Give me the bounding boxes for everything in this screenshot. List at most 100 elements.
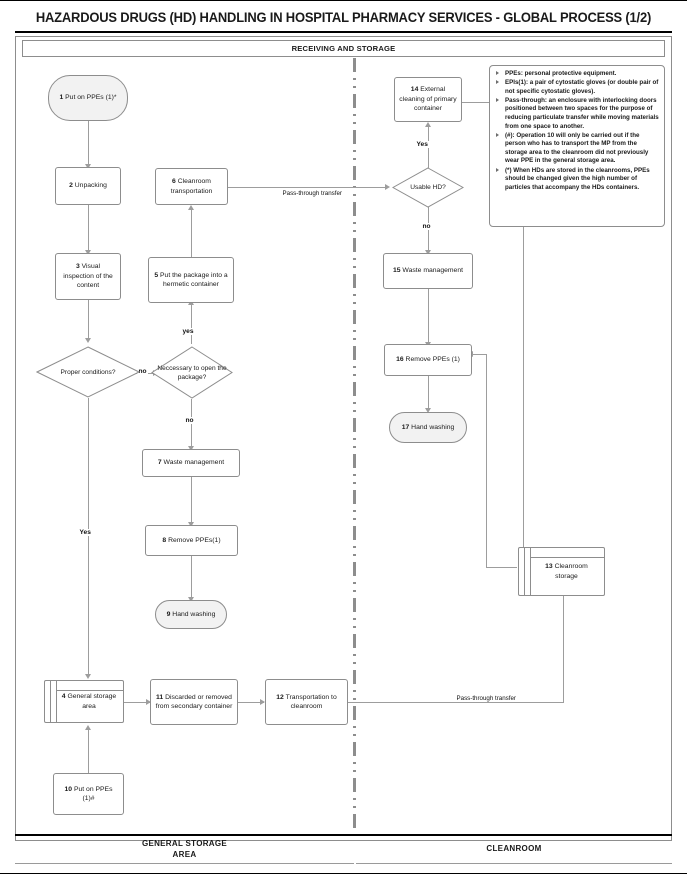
diamond-shape-icon: [151, 346, 233, 399]
edge-label-d3-no: no: [421, 223, 433, 230]
node-7-waste-management[interactable]: 7 Waste management: [142, 449, 240, 477]
edge-13-to-16-vertical: [486, 354, 487, 568]
node-12-transportation-to-cleanroom[interactable]: 12 Transportation to cleanroom: [265, 679, 348, 725]
node-5-hermetic-container[interactable]: 5 Put the package into a hermetic contai…: [148, 257, 234, 303]
edge-12-to-13-horizontal: [348, 702, 564, 703]
edge-6-to-d3: [228, 187, 388, 188]
note-text: (*) When HDs are stored in the cleanroom…: [505, 166, 650, 191]
lane-label-general-storage-area: GENERAL STORAGE AREA: [15, 834, 354, 864]
node-12-label: 12 Transportation to cleanroom: [276, 693, 337, 711]
edge-11-to-12-arrow: [260, 698, 265, 705]
edge-16-to-17-arrow: [424, 408, 431, 413]
edge-10-to-4-arrow: [84, 725, 91, 730]
bullet-arrow-icon: [496, 80, 499, 85]
node-6-cleanroom-transportation[interactable]: 6 Cleanroom transportation: [155, 168, 228, 205]
node-13-cleanroom-storage[interactable]: 13 Cleanroom storage: [518, 547, 605, 596]
node-2-unpacking[interactable]: 2 Unpacking: [55, 167, 121, 205]
storage-rule-top: [56, 690, 123, 691]
node-3-visual-inspection[interactable]: 3 Visual inspection of the content: [55, 253, 121, 300]
lane-left-text: GENERAL STORAGE AREA: [141, 838, 228, 859]
notes-panel: PPEs: personal protective equipment. EPI…: [489, 65, 665, 227]
node-15-waste-management[interactable]: 15 Waste management: [383, 253, 473, 289]
edge-d3-to-15: [428, 207, 429, 253]
lane-label-cleanroom: CLEANROOM: [356, 834, 672, 864]
decision-necessary-to-open-label: Neccessary to open the package?: [157, 364, 227, 381]
storage-rule-inner: [530, 548, 531, 595]
edge-7-to-8: [191, 477, 192, 525]
swimlane-divider: [353, 58, 356, 841]
node-9-hand-washing[interactable]: 9 Hand washing: [155, 600, 227, 629]
node-15-label: 15 Waste management: [392, 267, 464, 275]
diamond-shape-icon: [392, 167, 464, 208]
edge-1-to-2-arrow: [84, 164, 91, 169]
storage-rule-left: [50, 681, 51, 722]
node-14-external-cleaning[interactable]: 14 External cleaning of primary containe…: [394, 77, 462, 122]
edge-d2-to-7-arrow: [187, 446, 194, 451]
decision-proper-conditions[interactable]: Proper conditions?: [36, 346, 140, 398]
edge-7-to-8-arrow: [187, 522, 194, 527]
edge-d3-to-14-arrow: [424, 122, 431, 127]
notes-list: PPEs: personal protective equipment. EPI…: [494, 70, 659, 192]
bullet-arrow-icon: [496, 98, 499, 103]
node-10-put-on-ppes[interactable]: 10 Put on PPEs (1)#: [53, 773, 124, 815]
note-item: PPEs: personal protective equipment.: [494, 70, 659, 79]
decision-proper-conditions-label: Proper conditions?: [60, 368, 116, 376]
node-13-label: 13 Cleanroom storage: [545, 563, 588, 580]
bullet-arrow-icon: [496, 167, 499, 172]
edge-16-to-17: [428, 375, 429, 411]
decision-usable-hd[interactable]: Usable HD?: [392, 167, 464, 208]
note-item: (#): Operation 10 will only be carried o…: [494, 132, 659, 166]
section-band-receiving-and-storage: RECEIVING AND STORAGE: [22, 40, 665, 57]
node-17-hand-washing[interactable]: 17 Hand washing: [389, 412, 467, 443]
node-4-label: 4 General storage area: [61, 693, 117, 710]
node-17-label: 17 Hand washing: [401, 423, 455, 431]
edge-3-to-d1: [88, 300, 89, 341]
edge-13-to-16-horizontal-bottom: [486, 567, 517, 568]
node-2-label: 2 Unpacking: [69, 182, 107, 190]
decision-necessary-to-open[interactable]: Neccessary to open the package?: [151, 346, 233, 399]
page-title: HAZARDOUS DRUGS (HD) HANDLING IN HOSPITA…: [15, 3, 672, 33]
section-band-label: RECEIVING AND STORAGE: [291, 44, 396, 53]
decision-usable-hd-label: Usable HD?: [410, 184, 446, 191]
edge-label-d3-yes: Yes: [415, 141, 430, 148]
edge-d2-to-7: [191, 399, 192, 449]
node-9-label: 9 Hand washing: [166, 610, 216, 618]
edge-d2-to-5: [191, 303, 192, 344]
edge-label-pass-through-top: Pass-through transfer: [281, 190, 344, 197]
node-4-general-storage-area[interactable]: 4 General storage area: [44, 680, 124, 723]
lane-right-text: CLEANROOM: [486, 844, 542, 853]
node-16-label: 16 Remove PPEs (1): [396, 356, 460, 364]
edge-8-to-9: [191, 556, 192, 600]
node-8-label: 8 Remove PPEs(1): [162, 536, 221, 544]
node-5-label: 5 Put the package into a hermetic contai…: [154, 271, 228, 289]
edge-10-to-4: [88, 728, 89, 773]
storage-rule-left: [524, 548, 525, 595]
edge-11-to-12: [238, 702, 264, 703]
note-text: (#): Operation 10 will only be carried o…: [505, 131, 649, 165]
bullet-arrow-icon: [496, 71, 499, 76]
process-frame: [15, 36, 672, 841]
edge-label-pass-through-bottom: Pass-through transfer: [455, 695, 518, 702]
edge-4-to-11-arrow: [146, 698, 151, 705]
edge-15-to-16: [428, 289, 429, 345]
page-title-text: HAZARDOUS DRUGS (HD) HANDLING IN HOSPITA…: [35, 9, 652, 25]
edge-13-to-16-horizontal-top: [472, 354, 487, 355]
edge-3-to-d1-arrow: [84, 338, 91, 343]
node-16-remove-ppes[interactable]: 16 Remove PPEs (1): [384, 344, 472, 376]
node-1-put-on-ppes[interactable]: 1 Put on PPEs (1)*: [48, 75, 128, 121]
edge-d1-to-4: [88, 398, 89, 676]
edge-14-to-13-vertical: [523, 102, 524, 554]
note-text: EPIs(1): a pair of cytostatic gloves (or…: [505, 79, 659, 95]
node-11-discarded-or-removed[interactable]: 11 Discarded or removed from secondary c…: [150, 679, 238, 725]
note-item: (*) When HDs are stored in the cleanroom…: [494, 167, 659, 193]
storage-rule-inner: [56, 681, 57, 722]
note-text: PPEs: personal protective equipment.: [505, 70, 617, 77]
edge-2-to-3: [88, 205, 89, 253]
node-1-label: 1 Put on PPEs (1)*: [59, 94, 117, 102]
edge-1-to-2: [88, 121, 89, 167]
node-3-label: 3 Visual inspection of the content: [63, 263, 113, 290]
node-8-remove-ppes[interactable]: 8 Remove PPEs(1): [145, 525, 238, 556]
node-7-label: 7 Waste management: [157, 459, 225, 467]
storage-rule-top: [530, 557, 604, 558]
edge-label-d2-no: no: [184, 417, 196, 424]
